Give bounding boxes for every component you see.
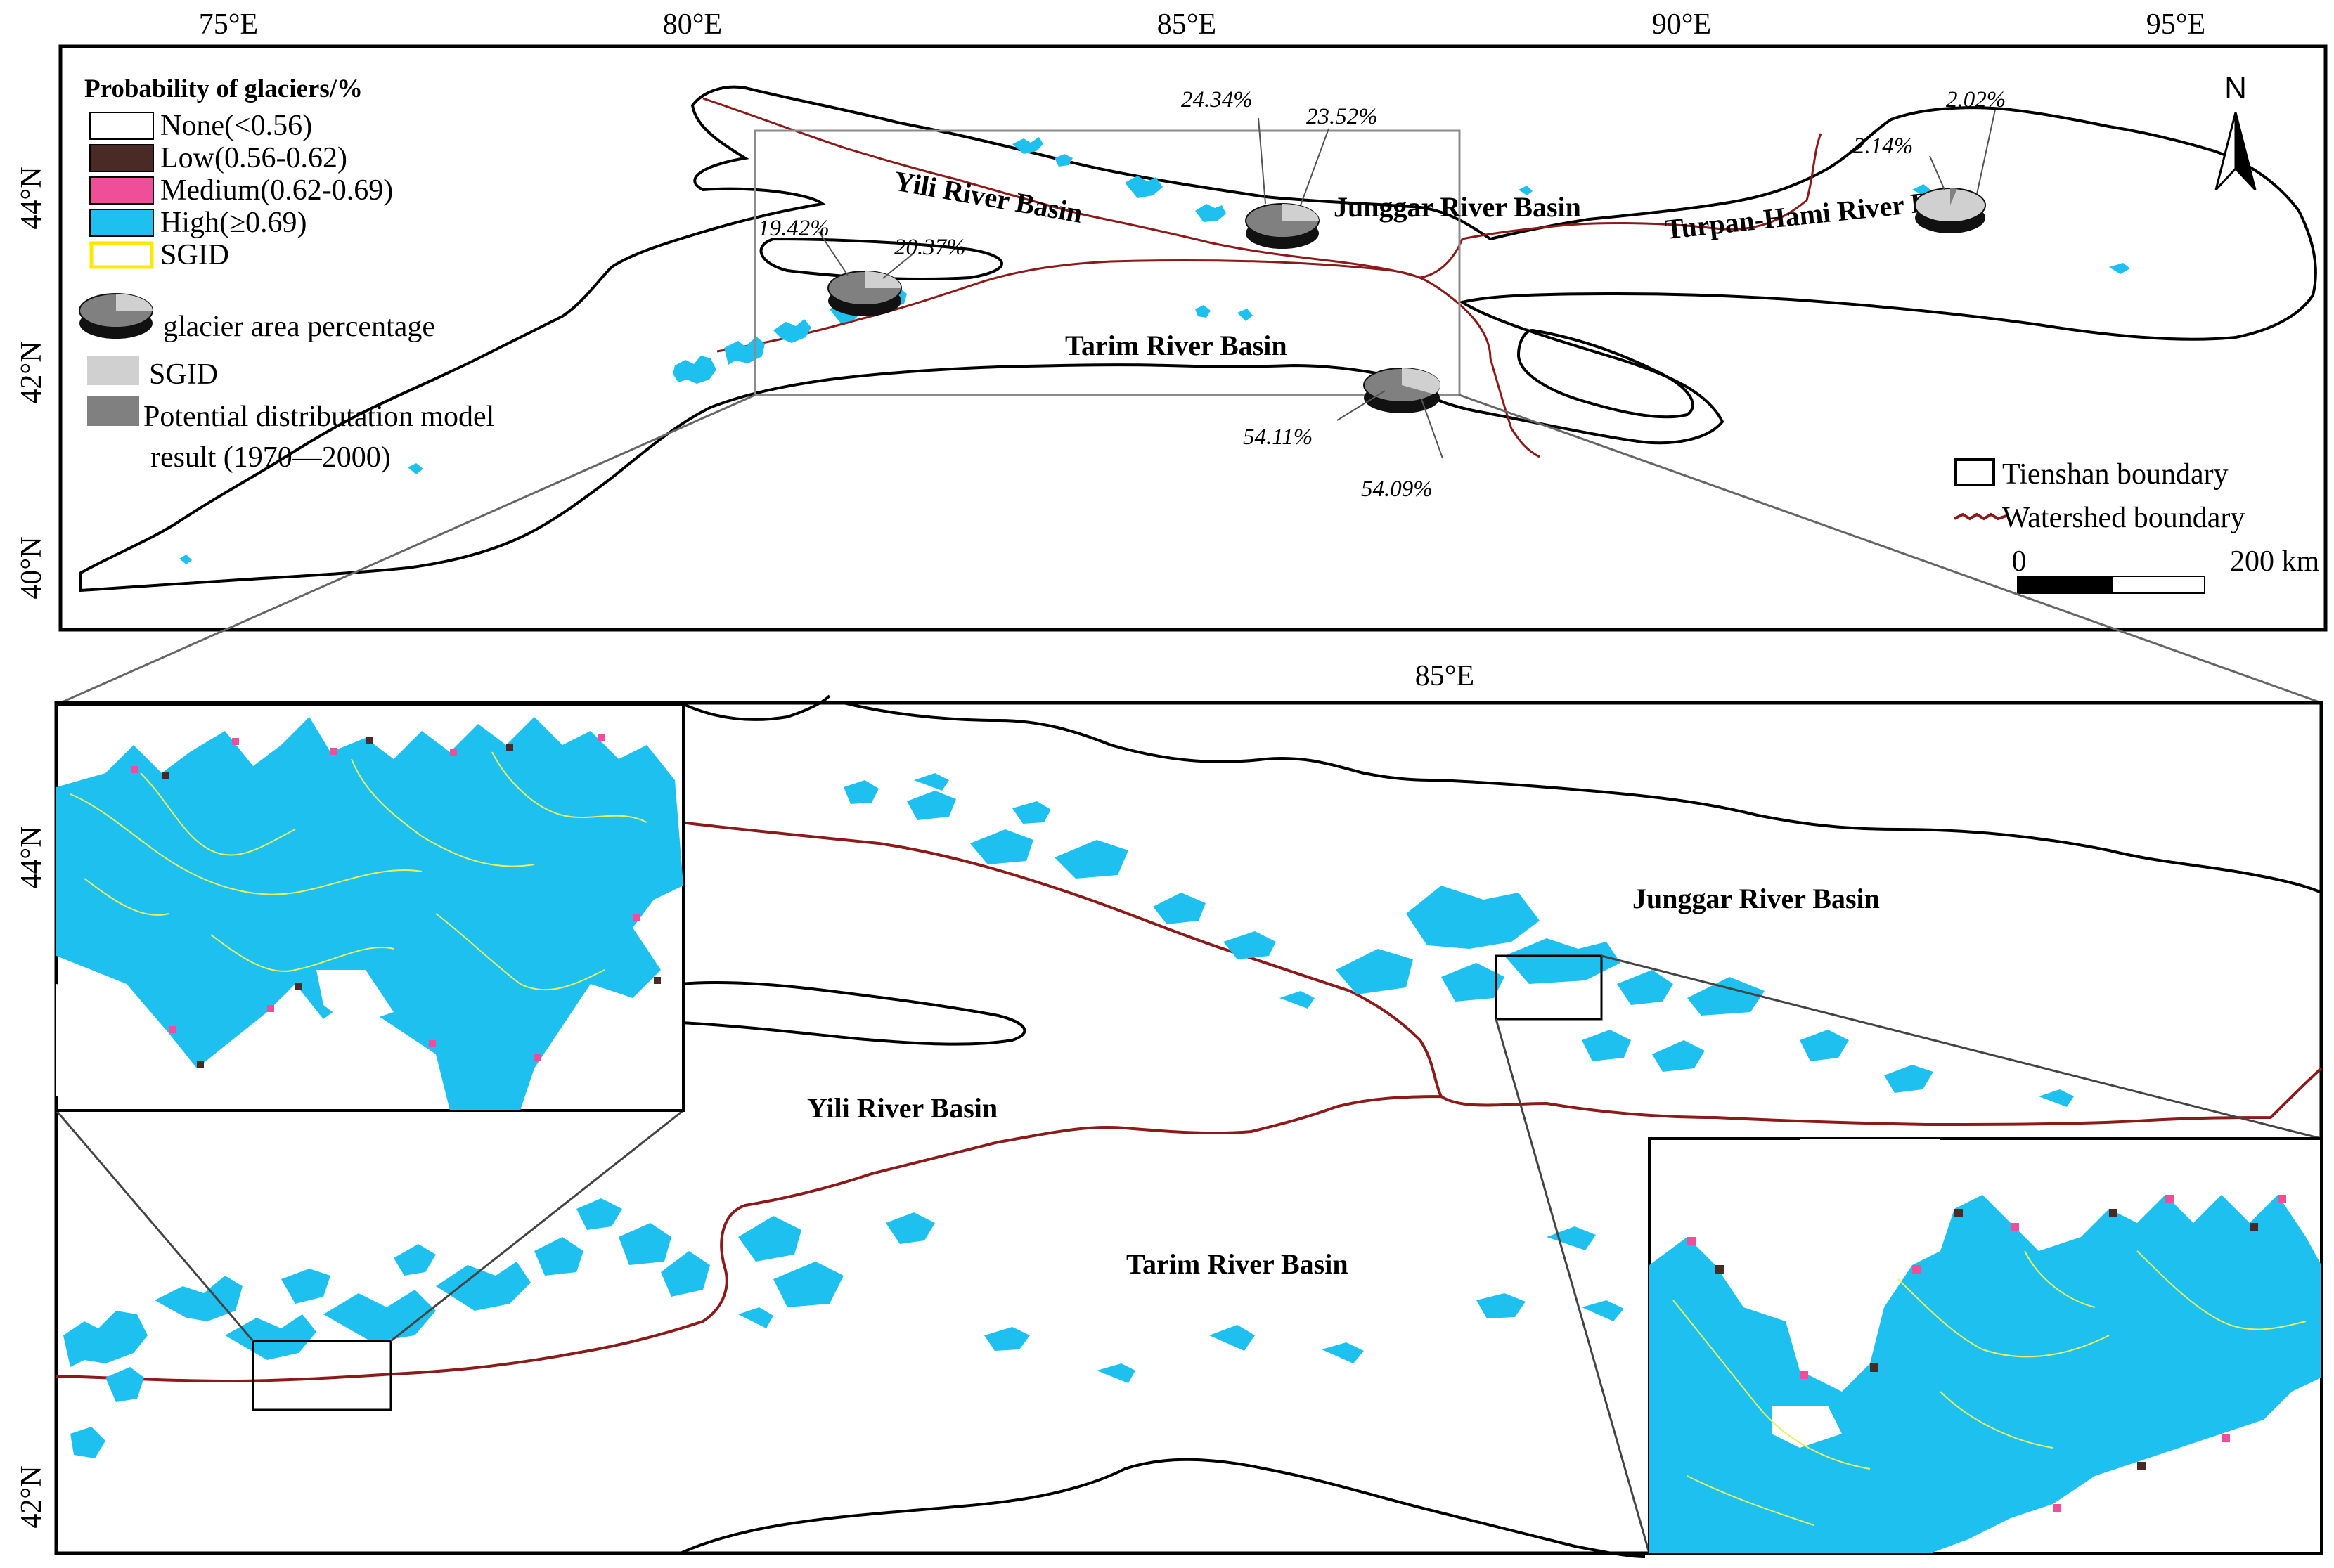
pie-chart-turpan: 2.14% 2.02% [1853,87,2006,233]
legend-swatch-none [89,112,154,140]
tienshan-legend-swatch [1954,458,1995,486]
zoom-inset-east [1648,1137,2323,1555]
inset-west-low-pixels [162,737,661,1068]
pie-chart-yili: 19.42% 20.37% [758,216,966,316]
tienshan-legend-label: Tienshan boundary [2002,458,2229,491]
bottom-lat-label-42: 42°N [15,1465,48,1528]
watershed-legend-line [1954,512,2007,521]
scale-end-label: 200 km [2230,545,2320,578]
pie-yili-model-pct: 20.37% [894,235,966,260]
bottom-detail-map: 85°E 44°N 42°N [15,660,2323,1558]
inset-east-low-pixels [1715,1209,2258,1470]
legend-label-high: High(≥0.69) [160,207,307,239]
legend-label-none: None(<0.56) [160,110,312,142]
lon-label-75: 75°E [199,8,258,41]
pie-junggar-sgid-pct: 24.34% [1181,87,1253,112]
pie-chart-junggar: 24.34% 23.52% [1181,87,1378,249]
tienshan-inner-lobe-2 [1516,328,1694,419]
basin-label-junggar-top: Junggar River Basin [1334,191,1581,223]
lon-label-95: 95°E [2146,8,2205,41]
bottom-lon-label-85: 85°E [1415,660,1474,692]
north-label: N [2224,71,2247,105]
zoom-locator-west [252,1340,392,1411]
pie-tarim-model-pct: 54.11% [1243,425,1313,450]
inset-west-medium-pixels [131,734,640,1061]
legend-pie-label: glacier area percentage [163,311,435,343]
inset-east-sgid-outlines [1672,1250,2307,1526]
inset-west-white-gap-2 [56,984,169,1096]
basin-label-yili-detail: Yili River Basin [807,1092,998,1124]
lon-label-85: 85°E [1157,8,1216,41]
inset-west-white-gap-1 [316,970,394,1026]
tienshan-inner-lobe [759,237,1003,280]
zoom-locator-east [1495,954,1603,1021]
watershed-legend-label: Watershed boundary [2002,502,2245,534]
inset-east-white-gap-1 [1800,1139,1940,1237]
legend-label-low: Low(0.56-0.62) [160,142,347,174]
lon-label-80: 80°E [663,8,722,41]
lat-label-42: 42°N [15,341,48,403]
inset-east-medium-pixels [1687,1195,2286,1512]
inset-connector-lines [55,954,2322,1554]
top-map-frame [58,44,2328,632]
study-area-box [754,129,1461,396]
basin-label-tarim-detail: Tarim River Basin [1126,1248,1348,1280]
legend-pie-sgid-label: SGID [149,358,218,391]
legend-swatch-sgid [89,241,154,269]
scale-bar: 0 200 km [2012,545,2320,594]
probability-legend: Probability of glaciers/% None(<0.56) Lo… [79,74,494,474]
legend-swatch-high [89,209,154,237]
basin-label-junggar-detail: Junggar River Basin [1632,883,1880,914]
boundary-legend: Tienshan boundary Watershed boundary [1954,458,2245,534]
inset-west-glacier [56,717,683,1110]
legend-pie-sgid-swatch [87,356,139,385]
scale-start-label: 0 [2012,545,2027,578]
inset-west-sgid-outlines [70,751,647,991]
legend-title: Probability of glaciers/% [84,74,363,103]
pie-junggar-model-pct: 23.52% [1306,104,1378,129]
detail-tienshan-boundary-south [680,1458,1646,1558]
tienshan-boundary [79,85,2317,592]
legend-swatch-medium [89,176,154,205]
pie-turpan-model-pct: 2.14% [1853,134,1913,159]
bottom-lat-label-44: 44°N [15,826,48,888]
lon-label-90: 90°E [1652,8,1711,41]
zoom-inset-west [55,703,685,1112]
legend-label-sgid: SGID [160,239,229,271]
legend-pie-model-swatch [87,396,139,426]
legend-label-medium: Medium(0.62-0.69) [160,174,393,207]
legend-pie-model-label-1: Potential distributation model [143,401,494,433]
lat-label-40: 40°N [15,536,48,599]
detail-watershed-boundary [56,821,2323,1383]
pie-chart-tarim: 54.11% 54.09% [1243,368,1443,502]
pie-yili-sgid-pct: 19.42% [758,216,830,241]
legend-pie-icon [79,293,153,339]
legend-swatch-low [89,144,154,172]
pie-turpan-sgid-pct: 2.02% [1946,87,2006,112]
zoom-connector-lines [60,394,2322,704]
detail-tienshan-boundary-north [680,694,2322,894]
inset-east-white-gap-2 [1772,1406,1842,1448]
legend-pie-model-label-2: result (1970—2000) [150,441,391,474]
lat-label-44: 44°N [15,167,48,229]
pie-tarim-sgid-pct: 54.09% [1361,477,1433,502]
inset-east-glacier [1649,1195,2321,1553]
basin-label-tarim-top: Tarim River Basin [1065,330,1287,361]
north-arrow: N [2214,71,2257,191]
top-overview-map: 75°E 80°E 85°E 90°E 95°E 44°N 42°N 40°N [15,8,2328,632]
glacier-patches-detail [63,773,2074,1458]
detail-tienshan-inner-lobe [680,981,1026,1046]
